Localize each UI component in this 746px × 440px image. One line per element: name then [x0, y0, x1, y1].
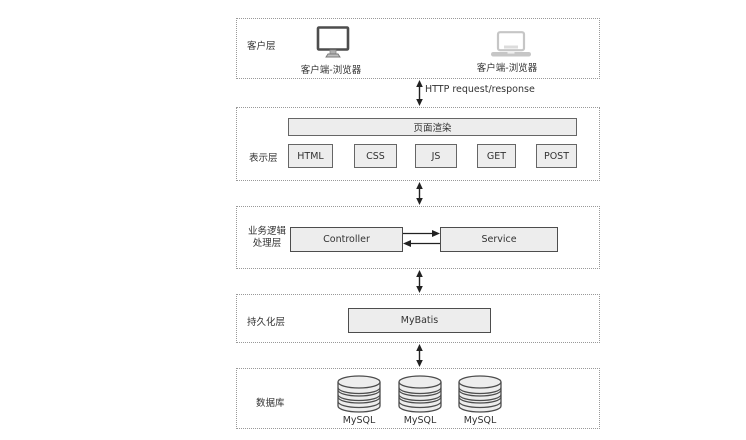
layer-business-logic-label: 业务逻辑 处理层 — [243, 226, 291, 250]
controller-service-arrows-icon — [403, 230, 440, 247]
tech-box-post: POST — [536, 144, 577, 168]
mybatis-box: MyBatis — [348, 308, 491, 333]
database-cylinder-icon — [398, 375, 442, 413]
double-arrow-icon — [416, 80, 423, 106]
layer-database-label: 数据库 — [256, 398, 285, 409]
double-arrow-icon — [416, 270, 423, 293]
database-cylinder-icon — [458, 375, 502, 413]
layer-persistence-label: 持久化层 — [247, 317, 286, 328]
tech-box-js: JS — [415, 144, 457, 168]
page-render-box: 页面渲染 — [288, 118, 577, 136]
double-arrow-icon — [416, 344, 423, 367]
layer-client-label: 客户层 — [247, 41, 276, 52]
database-cylinder-icon — [337, 375, 381, 413]
desktop-monitor-icon — [316, 26, 350, 58]
mysql-label: MySQL — [342, 415, 376, 426]
tech-box-get: GET — [477, 144, 516, 168]
service-box: Service — [440, 227, 558, 252]
controller-box: Controller — [290, 227, 403, 252]
layer-presentation-label: 表示层 — [249, 153, 278, 164]
laptop-icon — [491, 31, 531, 57]
mysql-label: MySQL — [463, 415, 497, 426]
layer-client — [236, 18, 600, 79]
layer-business-logic-label-line2: 处理层 — [252, 238, 282, 249]
client-device-label: 客户端-浏览器 — [476, 63, 538, 74]
double-arrow-icon — [416, 182, 423, 205]
http-request-label: HTTP request/response — [425, 84, 535, 95]
mysql-label: MySQL — [403, 415, 437, 426]
tech-box-html: HTML — [288, 144, 333, 168]
layer-business-logic-label-line1: 业务逻辑 — [247, 226, 286, 237]
client-device-label: 客户端-浏览器 — [300, 65, 362, 76]
tech-box-css: CSS — [354, 144, 397, 168]
